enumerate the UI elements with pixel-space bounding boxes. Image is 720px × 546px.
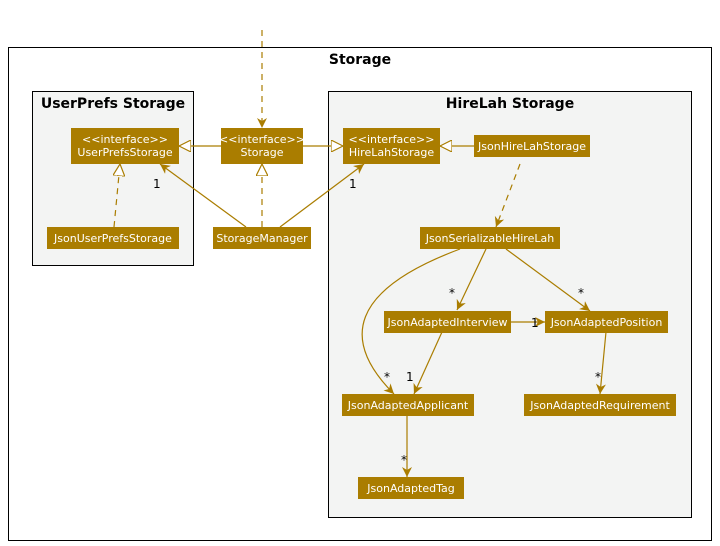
storage-manager-name: StorageManager xyxy=(216,231,308,245)
userprefs-storage-name: UserPrefsStorage xyxy=(77,146,173,159)
json-adapted-tag-name: JsonAdaptedTag xyxy=(367,481,455,495)
json-adapted-interview-class[interactable]: JsonAdaptedInterview xyxy=(384,311,511,333)
storage-interface[interactable]: <<interface>> Storage xyxy=(219,128,305,164)
json-serializable-hirelah-name: JsonSerializableHireLah xyxy=(425,231,555,245)
edge-interview-applicant xyxy=(413,331,443,395)
edge-serializable-applicant xyxy=(361,248,461,395)
json-adapted-position-class[interactable]: JsonAdaptedPosition xyxy=(545,311,668,333)
mult-serializable-applicant: * xyxy=(384,370,390,384)
edge-position-requirement xyxy=(595,331,607,395)
json-hirelah-storage-name: JsonHireLahStorage xyxy=(478,139,586,153)
edge-jsonhirelah-serializable xyxy=(494,163,521,228)
edge-serializable-position xyxy=(505,248,591,312)
json-adapted-interview-name: JsonAdaptedInterview xyxy=(387,315,508,329)
mult-serializable-interview: * xyxy=(449,286,455,300)
mult-serializable-position: * xyxy=(578,286,584,300)
json-adapted-position-name: JsonAdaptedPosition xyxy=(550,315,663,329)
json-adapted-tag-class[interactable]: JsonAdaptedTag xyxy=(358,477,464,499)
json-serializable-hirelah-class[interactable]: JsonSerializableHireLah xyxy=(420,227,560,249)
edge-serializable-interview xyxy=(456,248,487,311)
json-userprefs-storage-class[interactable]: JsonUserPrefsStorage xyxy=(47,227,179,249)
mult-applicant-tag: * xyxy=(401,453,407,467)
json-userprefs-storage-name: JsonUserPrefsStorage xyxy=(54,231,172,245)
edge-jsonuserprefs-userprefs xyxy=(114,164,120,228)
json-adapted-requirement-class[interactable]: JsonAdaptedRequirement xyxy=(524,394,676,416)
userprefs-storage-interface[interactable]: <<interface>> UserPrefsStorage xyxy=(71,128,179,164)
userprefs-storage-package-title: UserPrefs Storage xyxy=(40,96,186,112)
mult-interview-applicant: 1 xyxy=(406,370,414,384)
storage-package-title: Storage xyxy=(328,52,392,68)
storage-name: Storage xyxy=(240,146,284,159)
hirelah-storage-package-title: HireLah Storage xyxy=(445,96,575,112)
mult-manager-userprefs: 1 xyxy=(153,177,161,191)
json-adapted-applicant-class[interactable]: JsonAdaptedApplicant xyxy=(342,394,474,416)
hirelah-storage-name: HireLahStorage xyxy=(348,146,435,159)
userprefs-storage-stereotype: <<interface>> xyxy=(82,133,168,146)
mult-manager-hirelah: 1 xyxy=(349,177,357,191)
storage-stereotype: <<interface>> xyxy=(219,133,305,146)
hirelah-storage-stereotype: <<interface>> xyxy=(348,133,435,146)
edge-manager-userprefs xyxy=(159,163,247,228)
json-adapted-requirement-name: JsonAdaptedRequirement xyxy=(530,398,670,412)
mult-position-requirement: * xyxy=(595,370,601,384)
edge-manager-hirelah xyxy=(279,163,365,228)
hirelah-storage-interface[interactable]: <<interface>> HireLahStorage xyxy=(343,128,440,164)
mult-interview-position: 1 xyxy=(531,316,539,330)
json-adapted-applicant-name: JsonAdaptedApplicant xyxy=(347,398,469,412)
json-hirelah-storage-class[interactable]: JsonHireLahStorage xyxy=(474,135,590,157)
storage-manager-class[interactable]: StorageManager xyxy=(213,227,311,249)
